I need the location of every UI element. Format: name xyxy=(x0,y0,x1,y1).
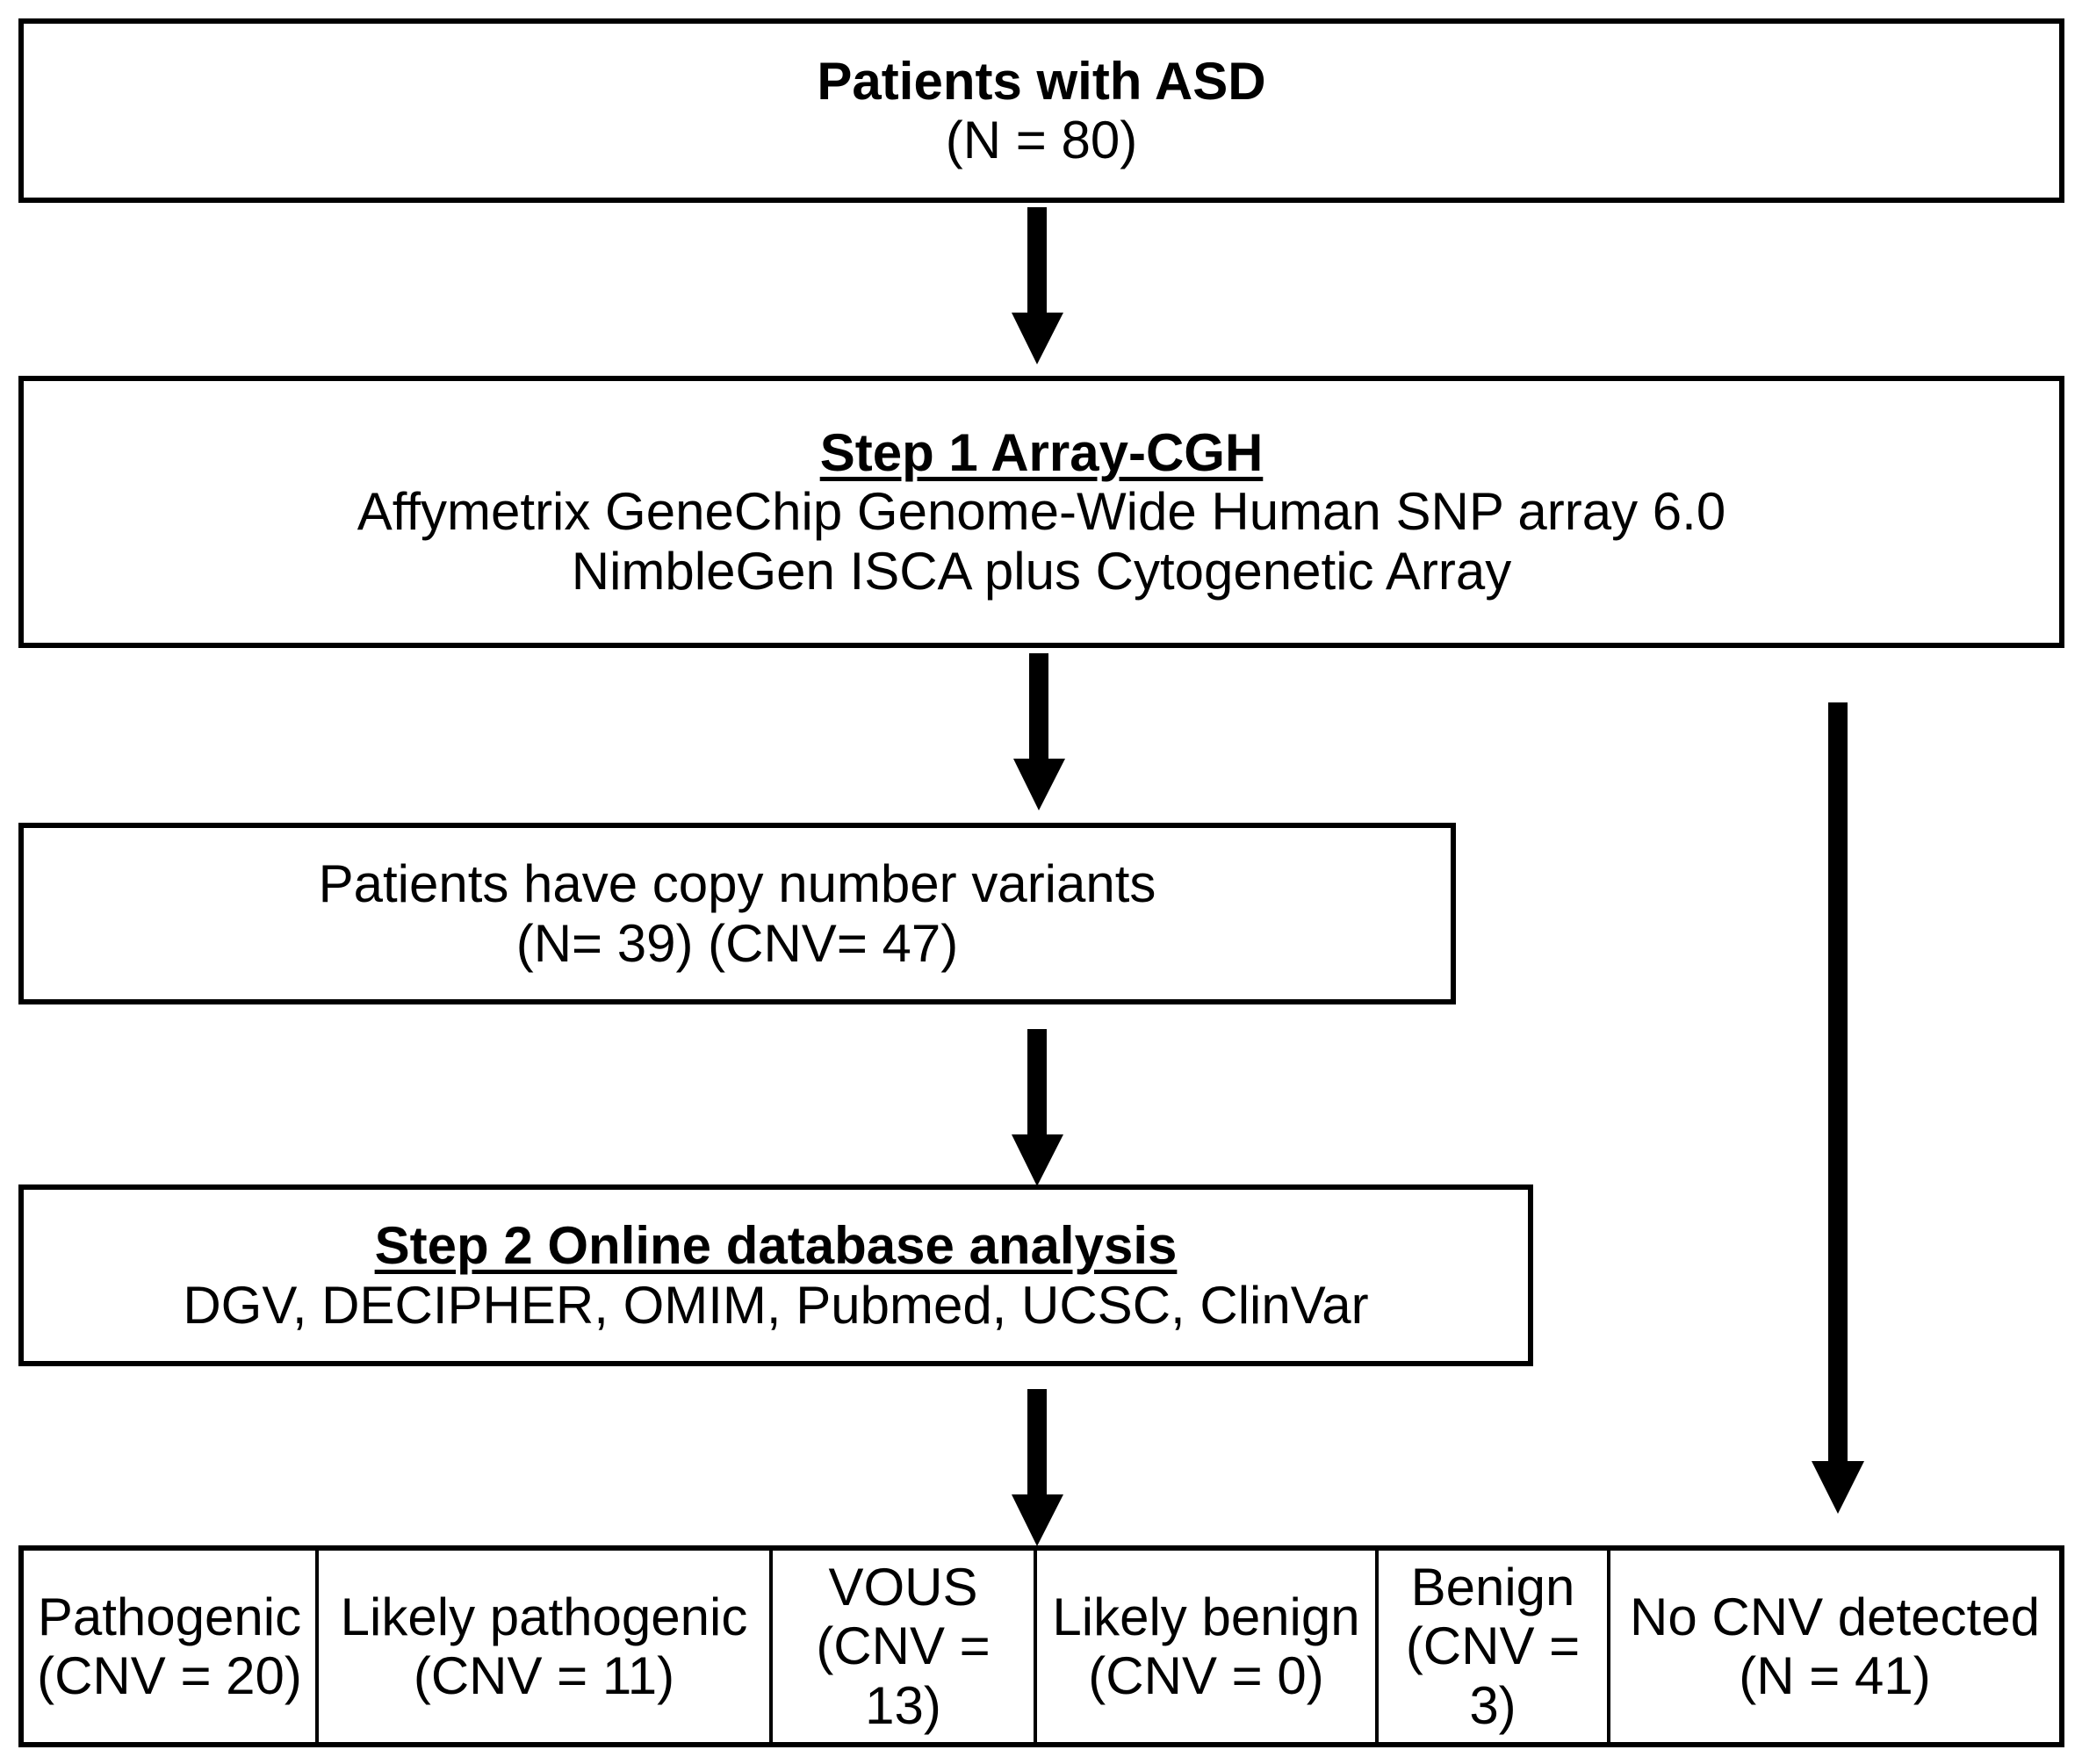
outcome-likely-benign-line-2: (CNV = 0) xyxy=(1088,1646,1324,1705)
step2-title: Step 2 Online database analysis xyxy=(374,1216,1178,1276)
outcome-benign-line-1: Benign xyxy=(1410,1558,1575,1617)
outcome-benign-line-2: (CNV = xyxy=(1405,1616,1581,1676)
outcome-likely-pathogenic-line-1: Likely pathogenic xyxy=(340,1587,748,1646)
step1-title: Step 1 Array-CGH xyxy=(819,423,1264,483)
cnv-patients-count: (N= 39) (CNV= 47) xyxy=(515,913,959,973)
outcome-pathogenic-line-2: (CNV = 20) xyxy=(37,1646,302,1705)
step2-box: Step 2 Online database analysis DGV, DEC… xyxy=(18,1184,1533,1366)
step1-array-1: Affymetrix GeneChip Genome-Wide Human SN… xyxy=(357,482,1726,542)
arrow-long-head xyxy=(1812,1461,1864,1514)
cnv-patients-label: Patients have copy number variants xyxy=(318,854,1156,914)
arrow-1-head xyxy=(1012,313,1063,364)
arrow-2-shaft xyxy=(1029,653,1048,760)
outcome-likely-pathogenic-line-2: (CNV = 11) xyxy=(413,1646,675,1705)
arrow-4-shaft xyxy=(1027,1389,1047,1496)
step1-box: Step 1 Array-CGH Affymetrix GeneChip Gen… xyxy=(18,376,2064,648)
arrow-3-head xyxy=(1012,1134,1063,1186)
step1-array-2: NimbleGen ISCA plus Cytogenetic Array xyxy=(571,541,1512,601)
cnv-patients-box: Patients have copy number variants (N= 3… xyxy=(18,823,1456,1004)
patients-box: Patients with ASD (N = 80) xyxy=(18,18,2064,203)
outcome-no-cnv: No CNV detected (N = 41) xyxy=(1610,1551,2059,1742)
arrow-1-shaft xyxy=(1027,207,1047,314)
outcome-vous-line-3: 13) xyxy=(865,1675,941,1735)
outcome-likely-benign-line-1: Likely benign xyxy=(1052,1587,1360,1646)
arrow-2-head xyxy=(1013,759,1065,810)
patients-title: Patients with ASD xyxy=(817,51,1266,111)
outcome-vous: VOUS (CNV = 13) xyxy=(773,1551,1037,1742)
outcome-benign-line-3: 3) xyxy=(1469,1675,1516,1735)
outcome-likely-pathogenic: Likely pathogenic (CNV = 11) xyxy=(319,1551,773,1742)
outcome-no-cnv-line-1: No CNV detected xyxy=(1630,1587,2040,1646)
outcome-vous-line-1: VOUS xyxy=(828,1558,978,1617)
arrow-4-head xyxy=(1012,1494,1063,1546)
outcome-vous-line-2: (CNV = xyxy=(816,1616,991,1676)
arrow-long-shaft xyxy=(1828,702,1848,1463)
outcome-pathogenic-line-1: Pathogenic xyxy=(37,1587,302,1646)
patients-count: (N = 80) xyxy=(945,111,1138,169)
outcome-likely-benign: Likely benign (CNV = 0) xyxy=(1037,1551,1379,1742)
outcome-benign: Benign (CNV = 3) xyxy=(1379,1551,1610,1742)
outcome-pathogenic: Pathogenic (CNV = 20) xyxy=(24,1551,319,1742)
outcome-no-cnv-line-2: (N = 41) xyxy=(1739,1646,1931,1705)
arrow-3-shaft xyxy=(1027,1029,1047,1136)
outcomes-table: Pathogenic (CNV = 20) Likely pathogenic … xyxy=(18,1545,2064,1747)
step2-databases: DGV, DECIPHER, OMIM, Pubmed, UCSC, ClinV… xyxy=(183,1275,1369,1335)
